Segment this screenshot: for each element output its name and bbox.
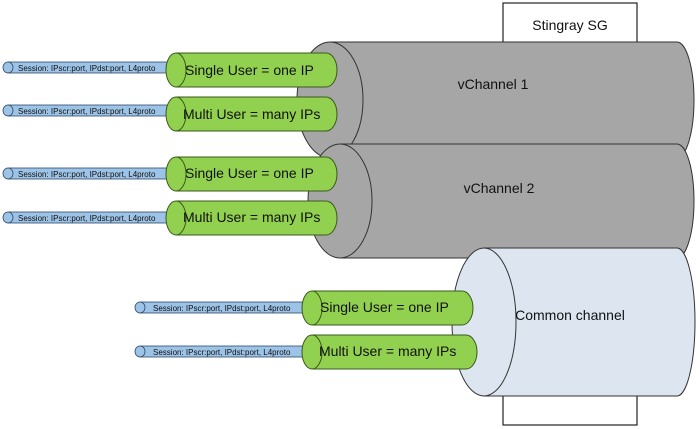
vchannel-2-cylinder: vChannel 2 — [307, 143, 695, 259]
single-user-label: Single User = one IP — [320, 299, 449, 315]
session-label: Session: IPscr:port, IPdst:port, L4proto — [153, 348, 291, 357]
vchannel-1-cylinder: vChannel 1 — [296, 41, 695, 159]
single-user-label: Single User = one IP — [185, 62, 314, 78]
single-user-tube: Single User = one IP — [165, 156, 338, 192]
vchannel-2-label: vChannel 2 — [464, 180, 535, 196]
multi-user-tube: Multi User = many IPs — [301, 334, 478, 370]
common-channel-label: Common channel — [515, 307, 625, 323]
session-label: Session: IPscr:port, IPdst:port, L4proto — [153, 304, 291, 313]
session-label: Session: IPscr:port, IPdst:port, L4proto — [18, 107, 156, 116]
single-user-tube: Single User = one IP — [165, 52, 338, 88]
session-label: Session: IPscr:port, IPdst:port, L4proto — [18, 170, 156, 179]
multi-user-tube: Multi User = many IPs — [165, 96, 338, 132]
user-tubes: Single User = one IP Multi User = many I… — [165, 52, 478, 370]
multi-user-label: Multi User = many IPs — [183, 209, 320, 225]
session-tubes: Session: IPscr:port, IPdst:port, L4proto… — [2, 61, 311, 358]
common-channel-cylinder: Common channel — [451, 247, 696, 397]
session-tube: Session: IPscr:port, IPdst:port, L4proto — [134, 345, 311, 358]
session-tube: Session: IPscr:port, IPdst:port, L4proto — [2, 167, 172, 180]
multi-user-label: Multi User = many IPs — [183, 106, 320, 122]
device-label: Stingray SG — [532, 17, 607, 33]
vchannel-1-label: vChannel 1 — [458, 76, 529, 92]
single-user-label: Single User = one IP — [185, 165, 314, 181]
multi-user-label: Multi User = many IPs — [319, 343, 456, 359]
session-label: Session: IPscr:port, IPdst:port, L4proto — [18, 214, 156, 223]
session-label: Session: IPscr:port, IPdst:port, L4proto — [18, 64, 156, 73]
multi-user-tube: Multi User = many IPs — [165, 200, 338, 236]
session-tube: Session: IPscr:port, IPdst:port, L4proto — [134, 301, 311, 314]
session-tube: Session: IPscr:port, IPdst:port, L4proto — [2, 104, 172, 117]
single-user-tube: Single User = one IP — [301, 290, 474, 326]
session-tube: Session: IPscr:port, IPdst:port, L4proto — [2, 211, 172, 224]
session-tube: Session: IPscr:port, IPdst:port, L4proto — [2, 61, 172, 74]
